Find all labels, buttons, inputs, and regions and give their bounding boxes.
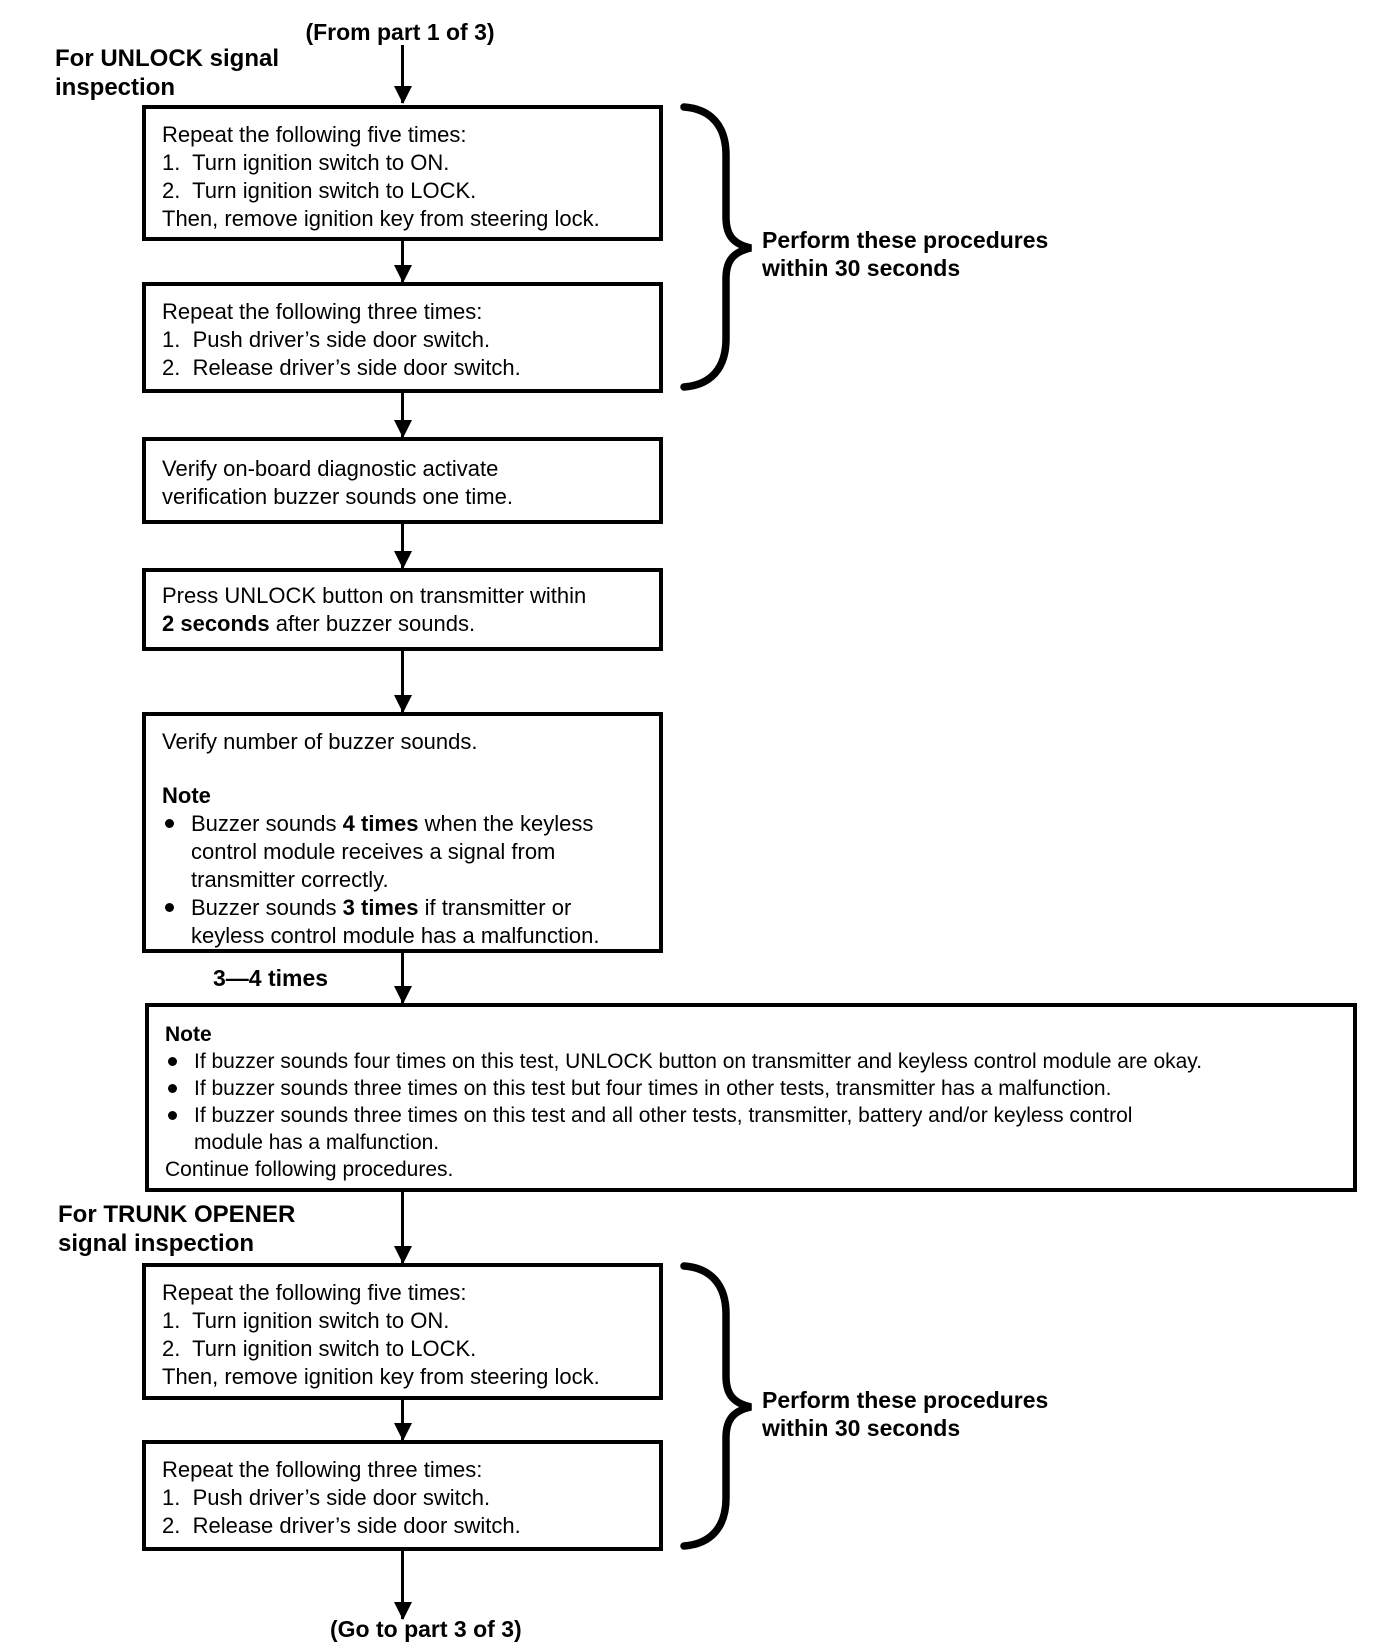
brace-unlock-30s	[680, 103, 752, 391]
trunk-section-line2: signal inspection	[58, 1230, 255, 1257]
brace-label-line2: within 30 seconds	[762, 255, 961, 281]
step-line: Repeat the following five times:	[162, 1280, 467, 1305]
unlock-section-line1: For UNLOCK signal	[55, 45, 280, 72]
step-box-verify-buzzer-count: Verify number of buzzer sounds. Note Buz…	[142, 712, 663, 953]
note-bullet: If buzzer sounds three times on this tes…	[165, 1075, 1337, 1102]
bullet-text-post: when the keyless	[418, 811, 594, 836]
bullet-line: module has a malfunction.	[194, 1131, 440, 1154]
arrow-box3-box4	[401, 524, 404, 568]
step-line: 2 seconds after buzzer sounds.	[162, 610, 643, 638]
bullet-line: control module receives a signal from	[191, 839, 556, 864]
step-line: Repeat the following three times:	[162, 299, 483, 324]
step-line: 2. Turn ignition switch to LOCK.	[162, 1336, 477, 1361]
step-line: 1. Turn ignition switch to ON.	[162, 150, 450, 175]
bullet-line: Buzzer sounds 4 times when the keyless	[191, 810, 593, 838]
step-line: Press UNLOCK button on transmitter withi…	[162, 583, 587, 608]
step-box-verify-diagnostic: Verify on-board diagnostic activate veri…	[142, 437, 663, 524]
unlock-section-line2: inspection	[55, 74, 176, 101]
note-heading: Note	[165, 1023, 212, 1046]
brace-label-line1: Perform these procedures	[762, 227, 1049, 253]
times-result-label: 3—4 times	[213, 965, 329, 991]
note-bullet: Buzzer sounds 3 times if transmitter or …	[162, 894, 643, 950]
arrow-box6-box7	[401, 1400, 404, 1440]
arrow-to-part3	[401, 1551, 404, 1619]
step-line-rest: after buzzer sounds.	[269, 611, 476, 636]
note-box-results: Note If buzzer sounds four times on this…	[145, 1003, 1357, 1192]
step-line: Repeat the following five times:	[162, 122, 467, 147]
step-line: verification buzzer sounds one time.	[162, 484, 513, 509]
bold-3-times: 3 times	[342, 895, 419, 920]
bold-2-seconds: 2 seconds	[162, 611, 270, 636]
brace-trunk-30s	[680, 1262, 752, 1550]
bullet-text: Buzzer sounds 3 times if transmitter or …	[191, 894, 599, 950]
step-line: Verify on-board diagnostic activate	[162, 456, 499, 481]
bullet-line: Buzzer sounds 3 times if transmitter or	[191, 894, 599, 922]
step-line: Then, remove ignition key from steering …	[162, 1364, 600, 1389]
bullet-dot	[168, 1084, 177, 1093]
bullet-text: Buzzer sounds 4 times when the keyless c…	[191, 810, 593, 894]
step-line: Verify number of buzzer sounds.	[162, 729, 478, 754]
bullet-dot	[165, 903, 174, 912]
step-line: 2. Release driver’s side door switch.	[162, 1513, 521, 1538]
note-bullet: Buzzer sounds 4 times when the keyless c…	[162, 810, 643, 894]
bullet-line: keyless control module has a malfunction…	[191, 923, 600, 948]
bullet-text-post: if transmitter or	[418, 895, 572, 920]
step-line: 1. Push driver’s side door switch.	[162, 1485, 491, 1510]
step-line: Repeat the following three times:	[162, 1457, 483, 1482]
brace-label-line2: within 30 seconds	[762, 1415, 961, 1441]
arrow-from-part1	[401, 45, 404, 103]
step-box-repeat-five-trunk: Repeat the following five times: 1. Turn…	[142, 1263, 663, 1400]
bullet-text-pre: Buzzer sounds	[191, 811, 343, 836]
bullet-line: If buzzer sounds three times on this tes…	[194, 1077, 1112, 1100]
note-bullet: If buzzer sounds four times on this test…	[165, 1048, 1337, 1075]
continue-procedures-text: Continue following procedures.	[165, 1158, 454, 1181]
arrow-notebox-box6	[401, 1192, 404, 1263]
bullet-text-pre: Buzzer sounds	[191, 895, 343, 920]
goto-part-label: (Go to part 3 of 3)	[330, 1616, 522, 1642]
bullet-dot	[168, 1111, 177, 1120]
brace-label-line1: Perform these procedures	[762, 1387, 1049, 1413]
bold-4-times: 4 times	[342, 811, 419, 836]
arrow-box4-box5	[401, 651, 404, 712]
trunk-section-line1: For TRUNK OPENER	[58, 1201, 296, 1228]
step-line: 1. Push driver’s side door switch.	[162, 327, 491, 352]
step-line: 1. Turn ignition switch to ON.	[162, 1308, 450, 1333]
bullet-line: If buzzer sounds four times on this test…	[194, 1050, 1203, 1073]
step-box-press-unlock: Press UNLOCK button on transmitter withi…	[142, 568, 663, 651]
step-box-repeat-five-unlock: Repeat the following five times: 1. Turn…	[142, 105, 663, 241]
brace-label-trunk: Perform these procedures within 30 secon…	[762, 1386, 1048, 1442]
note-bullet: If buzzer sounds three times on this tes…	[165, 1102, 1337, 1156]
trunk-section-label: For TRUNK OPENER signal inspection	[58, 1200, 295, 1258]
step-box-repeat-three-unlock: Repeat the following three times: 1. Pus…	[142, 282, 663, 393]
unlock-section-label: For UNLOCK signal inspection	[55, 44, 279, 102]
bullet-dot	[165, 819, 174, 828]
bullet-line: If buzzer sounds three times on this tes…	[194, 1104, 1133, 1127]
bullet-line: transmitter correctly.	[191, 867, 389, 892]
note-heading: Note	[162, 783, 211, 808]
from-part-label: (From part 1 of 3)	[305, 19, 495, 45]
step-line: 2. Release driver’s side door switch.	[162, 355, 521, 380]
step-line: Then, remove ignition key from steering …	[162, 206, 600, 231]
brace-label-unlock: Perform these procedures within 30 secon…	[762, 226, 1048, 282]
arrow-box2-box3	[401, 393, 404, 437]
arrow-box1-box2	[401, 241, 404, 282]
bullet-text: If buzzer sounds three times on this tes…	[194, 1102, 1132, 1156]
step-line: 2. Turn ignition switch to LOCK.	[162, 178, 477, 203]
arrow-box5-notebox	[401, 953, 404, 1003]
bullet-dot	[168, 1057, 177, 1066]
step-box-repeat-three-trunk: Repeat the following three times: 1. Pus…	[142, 1440, 663, 1551]
